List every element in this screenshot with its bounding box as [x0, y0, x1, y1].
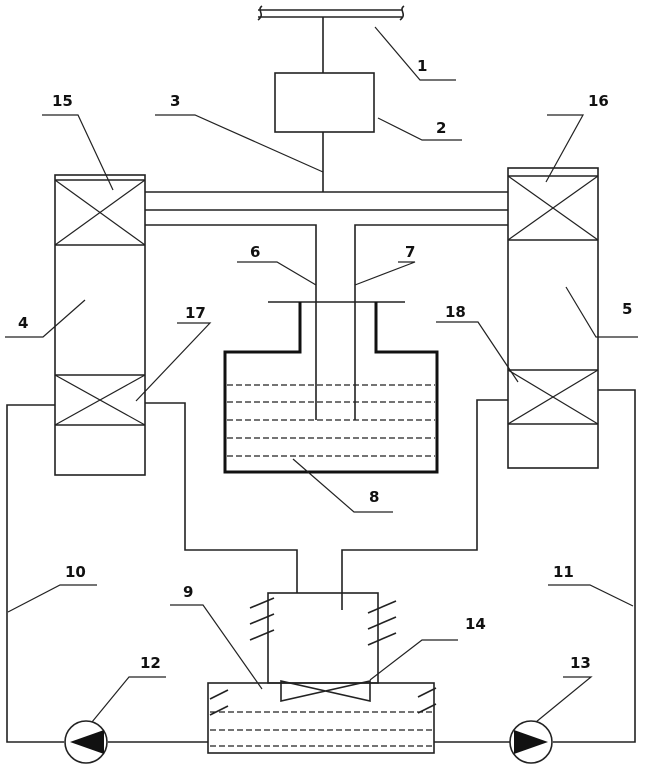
label-8: 8 — [369, 488, 379, 506]
label-13: 13 — [570, 654, 591, 672]
label-6: 6 — [250, 243, 260, 261]
top-manifold — [145, 192, 508, 210]
label-12: 12 — [140, 654, 161, 672]
label-14: 14 — [465, 615, 486, 633]
label-2: 2 — [436, 119, 446, 137]
drive-box — [275, 73, 374, 132]
left-column — [55, 175, 145, 475]
labels: 1 2 3 15 16 4 5 6 7 17 18 8 9 10 11 12 1… — [18, 57, 632, 672]
shaft — [258, 6, 404, 73]
label-1: 1 — [417, 57, 427, 75]
bottom-unit — [208, 593, 436, 753]
tank — [225, 302, 437, 472]
label-5: 5 — [622, 300, 632, 318]
label-11: 11 — [553, 563, 574, 581]
label-10: 10 — [65, 563, 86, 581]
label-7: 7 — [405, 243, 415, 261]
label-18: 18 — [445, 303, 466, 321]
label-9: 9 — [183, 583, 193, 601]
label-16: 16 — [588, 92, 609, 110]
label-4: 4 — [18, 314, 28, 332]
label-15: 15 — [52, 92, 73, 110]
pump-right — [510, 721, 552, 763]
pump-left — [65, 721, 107, 763]
label-17: 17 — [185, 304, 206, 322]
valve — [281, 681, 370, 701]
label-3: 3 — [170, 92, 180, 110]
return-lines — [145, 400, 508, 610]
